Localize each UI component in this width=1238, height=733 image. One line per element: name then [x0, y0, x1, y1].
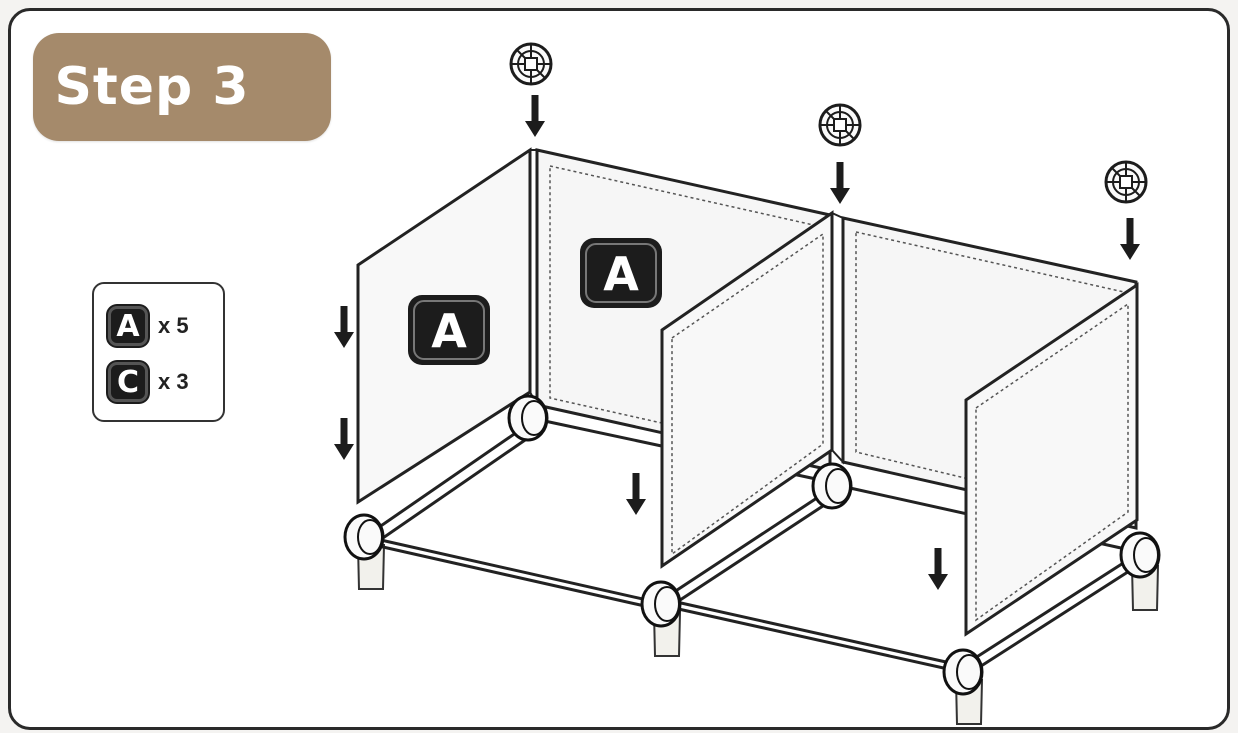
part-key-a: A — [108, 306, 148, 346]
side-panel-right — [964, 282, 1139, 637]
step-badge: Step 3 — [33, 33, 331, 141]
panel-label-a-side: A — [408, 295, 490, 365]
part-row-a: A x 5 — [108, 306, 189, 346]
parts-list: A x 5 C x 3 — [92, 282, 225, 422]
part-key-c: C — [108, 362, 148, 402]
part-row-c: C x 3 — [108, 362, 189, 402]
panel-label-a-back-text: A — [603, 247, 639, 301]
part-qty-c: x 3 — [158, 369, 189, 394]
panel-label-a-back: A — [580, 238, 662, 308]
part-qty-a: x 5 — [158, 313, 189, 338]
panel-label-a-side-text: A — [431, 304, 467, 358]
divider-panel — [660, 210, 844, 569]
step-title: Step 3 — [54, 57, 250, 117]
